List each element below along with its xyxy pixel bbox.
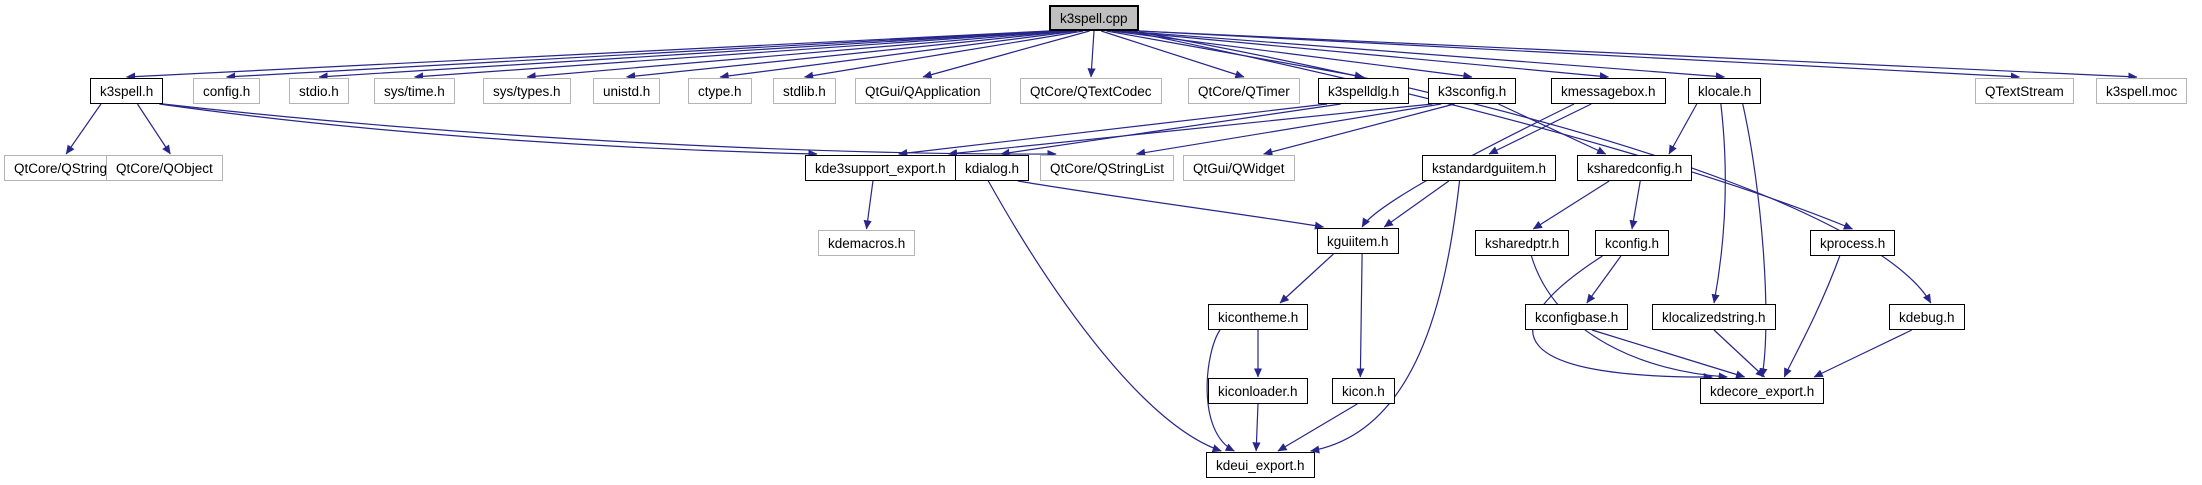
edge-k3spell_cpp-to-ctype_h xyxy=(719,30,1077,80)
node-kmessagebox_h[interactable]: kmessagebox.h xyxy=(1551,78,1666,104)
node-kicon_h[interactable]: kicon.h xyxy=(1332,378,1395,404)
edge-k3sconfig_h-to-kde3support_export_h xyxy=(947,103,1433,158)
node-qstring: QtCore/QString xyxy=(4,155,118,181)
edge-kicontheme_h-to-kdeui_export_h xyxy=(1206,329,1235,452)
node-klocalizedstring_h[interactable]: klocalizedstring.h xyxy=(1652,304,1776,330)
node-kprocess_h[interactable]: kprocess.h xyxy=(1810,230,1896,256)
edge-k3spell_cpp-to-qapplication xyxy=(922,30,1090,79)
edge-klocalizedstring_h-to-kdecore_export_h xyxy=(1713,329,1765,378)
node-kdeui_export_h[interactable]: kdeui_export.h xyxy=(1206,452,1315,478)
node-k3sconfig_h[interactable]: k3sconfig.h xyxy=(1428,78,1517,104)
node-unistd_h: unistd.h xyxy=(593,78,661,104)
edge-k3spelldlg_h-to-kdialog_h xyxy=(1000,103,1341,157)
edge-k3sconfig_h-to-ksharedconfig_h xyxy=(1498,103,1607,155)
node-kdecore_export_h[interactable]: kdecore_export.h xyxy=(1700,378,1825,404)
node-qstringlist: QtCore/QStringList xyxy=(1040,155,1175,181)
edge-ksharedconfig_h-to-kconfig_h xyxy=(1629,180,1641,230)
node-qtextcodec: QtCore/QTextCodec xyxy=(1020,78,1162,104)
edge-kicon_h-to-kdeui_export_h xyxy=(1277,403,1358,452)
edge-kguiitem_h-to-kicontheme_h xyxy=(1279,253,1334,304)
edge-k3spell_cpp-to-sys_time_h xyxy=(413,30,1062,81)
edge-k3spell_cpp-to-k3spell_moc xyxy=(1138,30,2138,81)
node-klocale_h[interactable]: klocale.h xyxy=(1688,78,1762,104)
node-kdemacros_h: kdemacros.h xyxy=(818,230,916,256)
edge-k3spell_cpp-to-unistd_h xyxy=(625,30,1072,81)
node-config_h: config.h xyxy=(193,78,261,104)
node-kguiitem_h[interactable]: kguiitem.h xyxy=(1317,228,1399,254)
edge-kconfig_h-to-kconfigbase_h xyxy=(1586,255,1622,304)
edge-klocale_h-to-ksharedconfig_h xyxy=(1668,103,1698,155)
node-kdebug_h[interactable]: kdebug.h xyxy=(1889,304,1965,330)
node-k3spell_h[interactable]: k3spell.h xyxy=(90,78,164,104)
node-stdio_h: stdio.h xyxy=(289,78,349,104)
node-qtextstream: QTextStream xyxy=(1975,78,2074,104)
edge-kde3support_export_h-to-kdemacros_h xyxy=(863,180,874,230)
node-k3spell_moc: k3spell.moc xyxy=(2096,78,2188,104)
edge-kconfig_h-to-kdecore_export_h xyxy=(1532,255,1713,382)
edge-klocale_h-to-kdecore_export_h xyxy=(1742,103,1768,378)
node-sys_types_h: sys/types.h xyxy=(483,78,571,104)
edge-k3spell_cpp-to-qtextstream xyxy=(1138,30,2021,81)
edge-k3sconfig_h-to-qstringlist xyxy=(1135,103,1442,157)
edge-k3spell_cpp-to-kmessagebox_h xyxy=(1117,30,1610,81)
node-kconfigbase_h[interactable]: kconfigbase.h xyxy=(1525,304,1629,330)
edge-kstandardguiitem_h-to-kguiitem_h xyxy=(1383,180,1450,228)
edge-k3spell_cpp-to-qtextcodec xyxy=(1087,30,1096,78)
node-ksharedconfig_h[interactable]: ksharedconfig.h xyxy=(1577,155,1693,181)
edge-kdialog_h-to-kguiitem_h xyxy=(1017,180,1325,230)
edge-kguiitem_h-to-kicon_h xyxy=(1356,253,1365,378)
node-qobject: QtCore/QObject xyxy=(106,155,223,181)
node-kiconloader_h[interactable]: kiconloader.h xyxy=(1208,378,1308,404)
node-k3spell_cpp: k3spell.cpp xyxy=(1049,5,1139,31)
node-kconfig_h[interactable]: kconfig.h xyxy=(1595,230,1670,256)
node-kicontheme_h[interactable]: kicontheme.h xyxy=(1208,304,1309,330)
node-ksharedptr_h[interactable]: ksharedptr.h xyxy=(1475,230,1570,256)
edge-k3spell_cpp-to-config_h xyxy=(225,30,1053,81)
node-qapplication: QtGui/QApplication xyxy=(855,78,991,104)
edge-k3spell_cpp-to-klocale_h xyxy=(1122,30,1726,81)
edge-k3spell_cpp-to-k3spell_h xyxy=(125,30,1050,81)
edge-k3spell_cpp-to-kdebug_h xyxy=(1133,30,1932,304)
edge-k3spell_h-to-kde3support_export_h xyxy=(159,103,818,158)
edge-kstandardguiitem_h-to-kdeui_export_h xyxy=(1310,180,1461,454)
edge-k3spell_cpp-to-qtimer xyxy=(1101,30,1245,79)
node-qtimer: QtCore/QTimer xyxy=(1188,78,1300,104)
node-stdlib_h: stdlib.h xyxy=(773,78,836,104)
edge-k3spell_h-to-qobject xyxy=(136,103,171,155)
edge-k3sconfig_h-to-qwidget xyxy=(1263,103,1455,156)
edge-ksharedptr_h-to-kdecore_export_h xyxy=(1530,255,1728,381)
edge-k3spell_h-to-qstring xyxy=(65,103,102,155)
edges xyxy=(65,30,2138,454)
edge-kmessagebox_h-to-kstandardguiitem_h xyxy=(1488,103,1592,155)
edge-ksharedconfig_h-to-ksharedptr_h xyxy=(1532,180,1610,230)
edge-k3spell_cpp-to-stdio_h xyxy=(318,30,1058,81)
edge-kdebug_h-to-kdecore_export_h xyxy=(1813,329,1913,378)
edge-k3spell_cpp-to-kprocess_h xyxy=(1128,30,1853,230)
edge-kiconloader_h-to-kdeui_export_h xyxy=(1252,403,1261,452)
edge-kdialog_h-to-kdeui_export_h xyxy=(987,180,1222,453)
edge-k3spell_cpp-to-sys_types_h xyxy=(526,30,1067,81)
node-kdialog_h[interactable]: kdialog.h xyxy=(955,155,1030,181)
node-qwidget: QtGui/QWidget xyxy=(1183,155,1295,181)
node-k3spelldlg_h[interactable]: k3spelldlg.h xyxy=(1318,78,1410,104)
edge-klocale_h-to-klocalizedstring_h xyxy=(1711,103,1726,304)
node-kde3support_export_h[interactable]: kde3support_export.h xyxy=(805,155,956,181)
node-sys_time_h: sys/time.h xyxy=(374,78,455,104)
edge-k3spell_cpp-to-stdlib_h xyxy=(803,30,1084,80)
edge-kconfigbase_h-to-kdecore_export_h xyxy=(1591,329,1746,379)
edge-kprocess_h-to-kdecore_export_h xyxy=(1783,255,1841,378)
node-ctype_h: ctype.h xyxy=(688,78,752,104)
edge-k3spelldlg_h-to-kde3support_export_h xyxy=(898,103,1328,158)
node-kstandardguiitem_h[interactable]: kstandardguiitem.h xyxy=(1422,155,1557,181)
